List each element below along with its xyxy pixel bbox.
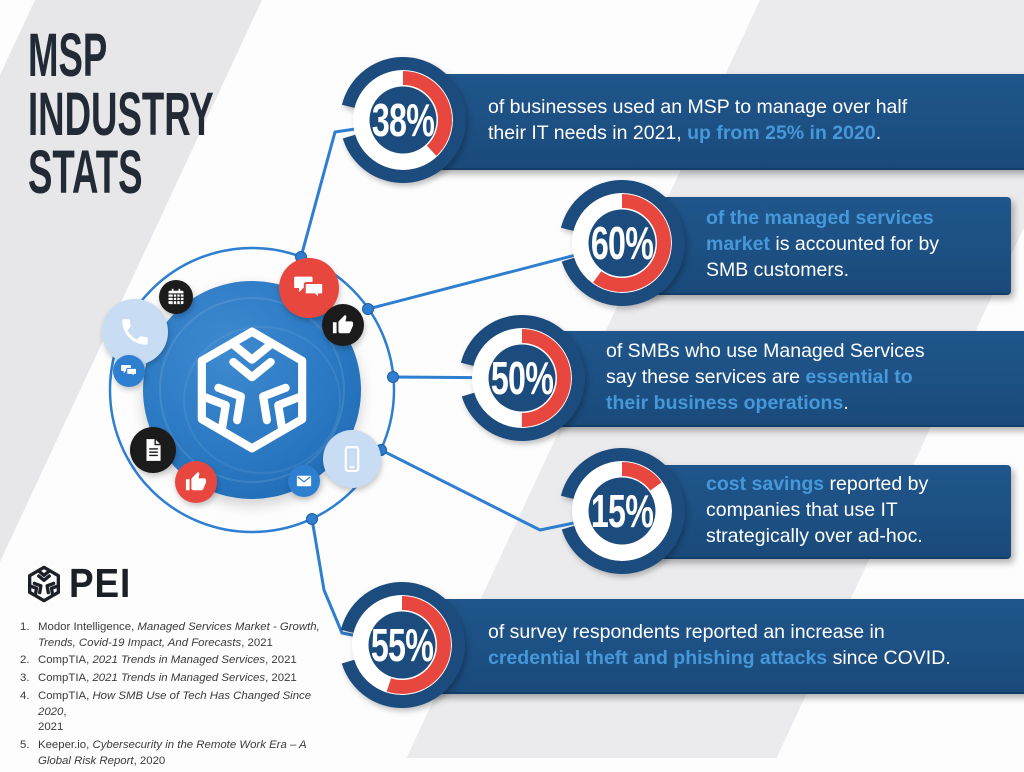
donut-gauge-55: 55% — [337, 580, 467, 710]
highlight-text: essential to their business operations — [606, 366, 913, 414]
calendar-satellite — [159, 280, 193, 314]
stat-percent: 38% — [371, 94, 435, 146]
citation-item: 5.Keeper.io, Cybersecurity in the Remote… — [20, 739, 307, 767]
chat-satellite-small — [113, 355, 145, 387]
smartphone-icon — [344, 446, 360, 472]
donut-arc — [354, 71, 452, 169]
chat-bubbles-icon — [121, 365, 138, 378]
citation-list: 1.Modor Intelligence, Managed Services M… — [20, 620, 332, 772]
phone-satellite — [102, 299, 168, 365]
page-title: MSP INDUSTRY STATS — [28, 21, 214, 207]
stat-percent: 50% — [490, 352, 554, 404]
stat-text: of the managed services market is accoun… — [706, 207, 940, 281]
thumbs-up-satellite-red — [175, 461, 217, 503]
highlight-text: of the managed services market — [706, 207, 934, 256]
donut-gauge-15: 15% — [557, 446, 687, 576]
highlight-text: credential theft and phishing attacks — [488, 646, 828, 669]
document-satellite — [130, 427, 176, 473]
donut-outer-ring — [340, 57, 466, 183]
hub-orbit-circle — [108, 246, 396, 534]
pei-logo: PEI — [24, 560, 138, 607]
chat-bubbles-icon — [294, 276, 325, 302]
node-dot — [387, 371, 399, 383]
cube-logo-icon — [197, 327, 307, 453]
donut-arc — [573, 194, 671, 292]
phone-icon — [122, 319, 148, 345]
citation-item: 3.CompTIA, 2021 Trends in Managed Servic… — [20, 672, 297, 685]
calendar-icon — [168, 288, 184, 305]
donut-gauge-38: 38% — [338, 55, 468, 185]
stat-banner-38: of businesses used an MSP to manage over… — [420, 74, 1024, 170]
stat-banner-55: of survey respondents reported an increa… — [420, 599, 1024, 694]
citation-item: 1.Modor Intelligence, Managed Services M… — [20, 621, 320, 649]
donut-arc — [353, 596, 451, 694]
stat-text: of survey respondents reported an increa… — [488, 620, 951, 669]
stat-text: of businesses used an MSP to manage over… — [488, 96, 908, 144]
pei-cube-logo-icon — [27, 565, 60, 602]
thumbs-up-icon — [332, 314, 354, 334]
logo-text: PEI — [69, 560, 132, 606]
node-dot — [306, 513, 318, 525]
cube-chevrons — [199, 340, 305, 433]
highlight-text: up from 25% in 2020 — [687, 122, 876, 144]
stat-percent: 15% — [590, 485, 654, 537]
donut-outer-ring — [559, 180, 685, 306]
thumbs-up-icon — [185, 471, 207, 491]
stat-percent: 60% — [590, 217, 654, 269]
citation-item: 4.CompTIA, How SMB Use of Tech Has Chang… — [20, 689, 312, 734]
document-icon — [146, 439, 161, 461]
stat-text: of SMBs who use Managed Services say the… — [606, 340, 925, 414]
envelope-satellite — [288, 465, 320, 497]
stat-banner-60: of the managed services market is accoun… — [640, 197, 1011, 295]
smartphone-satellite — [323, 430, 381, 488]
thumbs-up-satellite — [322, 304, 364, 346]
citation-item: 2.CompTIA, 2021 Trends in Managed Servic… — [20, 654, 297, 667]
donut-gauge-60: 60% — [557, 178, 687, 308]
donut-gauge-50: 50% — [457, 313, 587, 443]
node-dot — [362, 303, 374, 315]
envelope-icon — [296, 475, 312, 487]
stat-banner-15: cost savings reported by companies that … — [640, 465, 1011, 559]
stat-text: cost savings reported by companies that … — [706, 473, 929, 547]
stat-banner-50: of SMBs who use Managed Services say the… — [540, 331, 1024, 427]
donut-arc — [473, 329, 571, 427]
highlight-text: cost savings — [706, 473, 825, 496]
stat-percent: 55% — [370, 619, 434, 671]
donut-arc — [573, 462, 671, 560]
